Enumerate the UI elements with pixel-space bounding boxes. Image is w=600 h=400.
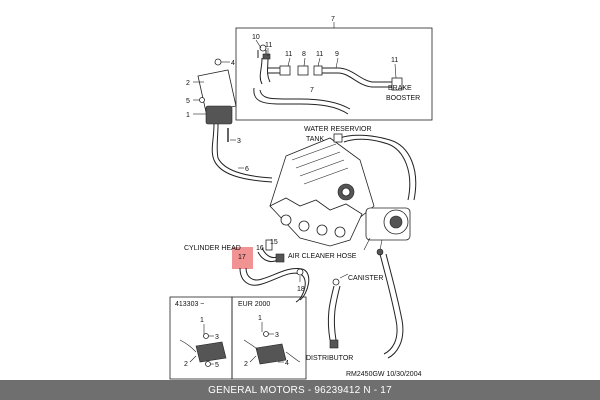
part-17-highlight — [232, 247, 253, 269]
callout-15: 15 — [270, 239, 278, 246]
callout-7-inner: 7 — [310, 87, 314, 94]
vacuum-hose-inset: 7 10 11 11 8 11 9 11 7 BRAKE BOOSTER — [235, 16, 433, 121]
sensor-bracket-assembly: 4 2 5 1 3 6 — [186, 58, 273, 183]
callout-11-b: 11 — [285, 51, 292, 58]
throttle-body — [363, 207, 411, 256]
label-cylinder-head: CYLINDER HEAD — [184, 245, 241, 252]
canister-hose-group — [327, 253, 404, 359]
callout-9: 9 — [335, 51, 339, 58]
callout-16: 16 — [256, 245, 264, 252]
callout-11-d: 11 — [391, 57, 398, 64]
label-brake: BRAKE — [388, 85, 412, 92]
callout-18: 18 — [297, 286, 305, 293]
callout-5: 5 — [186, 98, 190, 105]
intake-manifold — [269, 133, 417, 247]
pcv-hose-group: 16 17 15 18 — [232, 239, 310, 303]
label-canister: CANISTER — [348, 275, 383, 282]
label-water-reservoir: WATER RESERVIOR — [304, 126, 372, 133]
callout-11-a: 11 — [265, 42, 272, 49]
callout-11-c: 11 — [316, 51, 323, 58]
callout-4: 4 — [231, 60, 235, 67]
inset-right-callout-1: 1 — [258, 315, 262, 322]
callout-2: 2 — [186, 80, 190, 87]
callout-7-top: 7 — [331, 16, 335, 23]
inset-right-title: EUR 2000 — [238, 301, 270, 308]
inset-left-callout-2: 2 — [184, 361, 188, 368]
label-air-cleaner-hose: AIR CLEANER HOSE — [288, 253, 357, 260]
part-number-footer: GENERAL MOTORS - 96239412 N - 17 — [0, 380, 600, 400]
callout-3: 3 — [237, 138, 241, 145]
label-distributor: DISTRIBUTOR — [306, 355, 353, 362]
callout-8: 8 — [302, 51, 306, 58]
callout-17: 17 — [238, 254, 246, 261]
inset-left-callout-1: 1 — [200, 317, 204, 324]
inset-left-title: 413303 ~ — [175, 301, 204, 308]
callout-1: 1 — [186, 112, 190, 119]
inset-right-callout-2: 2 — [244, 361, 248, 368]
inset-right-callout-4: 4 — [285, 360, 289, 367]
bottom-insets: 413303 ~ EUR 2000 1 3 2 5 1 3 2 4 — [169, 296, 307, 380]
label-booster: BOOSTER — [386, 95, 420, 102]
inset-right-callout-3: 3 — [275, 332, 279, 339]
drawing-reference: RM2450GW 10/30/2004 — [346, 371, 422, 378]
callout-10: 10 — [252, 34, 260, 41]
inset-left-callout-3: 3 — [215, 334, 219, 341]
label-tank: TANK — [306, 136, 324, 143]
inset-left-callout-5: 5 — [215, 362, 219, 369]
callout-6: 6 — [245, 166, 249, 173]
